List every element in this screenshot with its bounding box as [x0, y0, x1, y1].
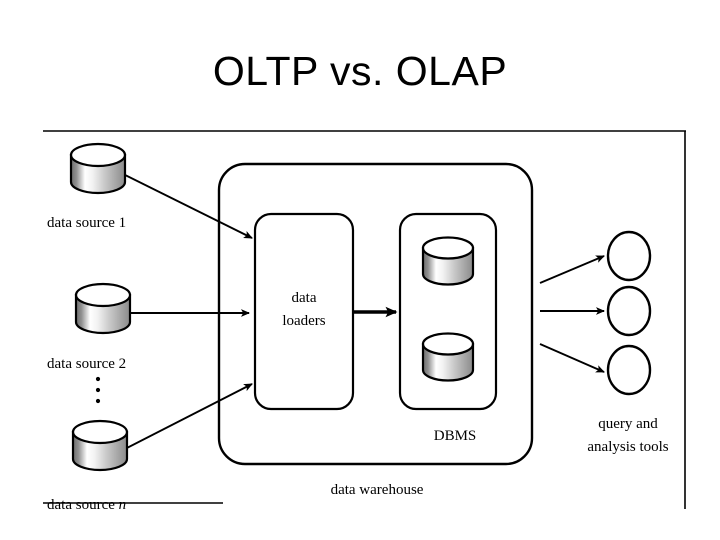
tools-label-line-1: query and [598, 416, 658, 432]
arrow-source-1-to-loaders [120, 172, 253, 239]
data-source-n-label-text: data source [47, 497, 119, 513]
data-source-2[interactable]: data source 2 [47, 282, 132, 372]
query-analysis-tools[interactable]: query and analysis tools [587, 230, 669, 455]
data-source-n[interactable]: data source n [47, 419, 129, 513]
data-loaders-rect [253, 212, 355, 411]
tools-label-line-2: analysis tools [587, 439, 668, 455]
ellipse-node-icon[interactable] [606, 344, 652, 396]
database-cylinder-icon [421, 236, 475, 286]
data-warehouse-label: data warehouse [331, 482, 424, 498]
data-source-1-label: data source 1 [47, 215, 126, 231]
data-warehouse-container[interactable]: data warehouse [217, 162, 534, 498]
data-warehouse-box [217, 162, 534, 466]
page-title: OLTP vs. OLAP [212, 48, 508, 94]
arrow-dbms-to-tool-3 [539, 343, 605, 373]
data-loaders-label-line-2: loaders [282, 313, 325, 329]
database-cylinder-icon [421, 332, 475, 382]
data-loaders-label-line-1: data [292, 290, 317, 306]
vertical-ellipsis-icon [95, 376, 101, 404]
dbms-box[interactable]: DBMS [398, 212, 498, 444]
data-source-n-label: data source n [47, 497, 126, 513]
dbms-store-2 [421, 332, 475, 382]
data-loaders-box[interactable]: data loaders [253, 212, 355, 411]
ellipse-node-icon[interactable] [606, 230, 652, 282]
database-cylinder-icon [71, 419, 129, 472]
data-source-n-index: n [119, 497, 127, 513]
ellipse-node-icon[interactable] [606, 285, 652, 337]
figure-frame [43, 130, 686, 509]
dbms-store-1 [421, 236, 475, 286]
data-source-2-label: data source 2 [47, 356, 126, 372]
database-cylinder-icon [69, 142, 127, 195]
arrow-dbms-to-tool-1 [539, 255, 605, 284]
dbms-label: DBMS [434, 428, 477, 444]
database-cylinder-icon [74, 282, 132, 335]
arrow-source-n-to-loaders [122, 383, 253, 451]
diagram-arrows [120, 172, 605, 451]
data-source-1[interactable]: data source 1 [47, 142, 127, 231]
